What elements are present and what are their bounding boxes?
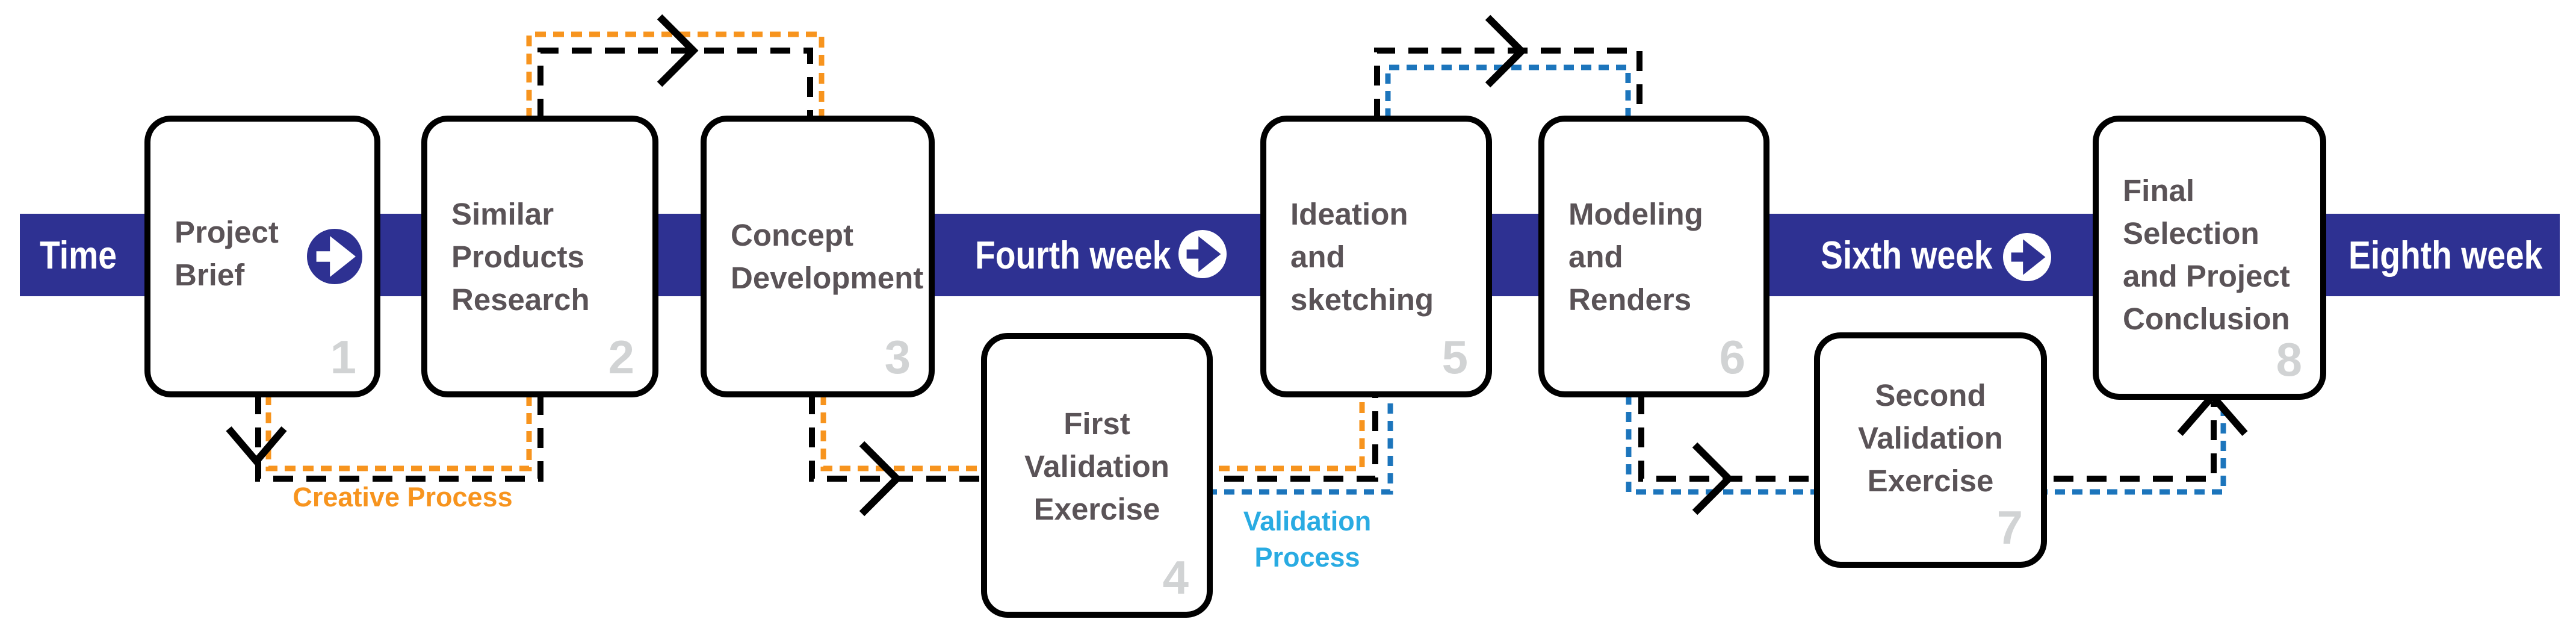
box-step-number: 4 xyxy=(1162,551,1189,604)
box-step-number: 3 xyxy=(884,331,911,384)
box-1-title-line: Brief xyxy=(175,258,245,292)
box-3-title-line: Development xyxy=(731,261,924,295)
box-5-title-line: Ideation xyxy=(1290,196,1408,231)
connector-creative-loop-orange xyxy=(265,394,532,471)
box-step-number: 8 xyxy=(2276,333,2302,386)
box-step-number: 5 xyxy=(1441,331,1468,384)
connector-validation-to-ideation-blue xyxy=(1207,394,1393,495)
box-7-title-line: Second xyxy=(1875,378,1986,412)
box-step-number: 2 xyxy=(608,331,634,384)
connector-ideation-top-blue xyxy=(1385,64,1631,119)
box-7-title-line: Validation xyxy=(1858,421,2003,455)
creative-process-label: Creative Process xyxy=(246,479,559,515)
box-5-title-line: sketching xyxy=(1290,282,1434,317)
validation-process-label-line: Validation xyxy=(1243,506,1372,536)
box-step-number: 1 xyxy=(330,331,356,384)
box-8-title-line: Selection xyxy=(2123,216,2259,250)
box-2-title-line: Research xyxy=(451,282,590,317)
ideation-top-arrowhead-right-icon xyxy=(1485,14,1527,88)
box-5-title: Ideation and sketching xyxy=(1266,193,1486,321)
timeline-label-sixth-week: Sixth week xyxy=(1821,233,1993,277)
connector-creative-top-black xyxy=(537,48,813,119)
box-4-title-line: First xyxy=(1064,406,1130,441)
connector-creative-loop-black xyxy=(255,394,543,482)
box-6-title-line: Modeling xyxy=(1568,196,1703,231)
box-3-title-line: Concept xyxy=(731,218,853,252)
box-8-title-line: Conclusion xyxy=(2123,302,2290,336)
timeline-label-time: Time xyxy=(40,233,117,277)
box-4-title-line: Validation xyxy=(1024,449,1169,483)
validation-process-label-line: Process xyxy=(1254,542,1360,573)
box-4-title-line: Exercise xyxy=(1033,492,1160,526)
box-1-title-line: Project xyxy=(175,215,279,249)
box-step-number: 7 xyxy=(1996,501,2023,554)
modeling-loop-arrowhead-right-icon xyxy=(1692,442,1734,515)
connector-creative-top-orange xyxy=(526,31,825,119)
creative-process-label-line: Creative Process xyxy=(293,482,513,512)
creative-top-arrowhead-right-icon xyxy=(657,14,699,87)
box-6-title-line: and xyxy=(1568,239,1623,274)
box-7-title-line: Exercise xyxy=(1867,464,1994,498)
connector-ideation-top-black xyxy=(1374,48,1643,119)
box-8-title-line: Final xyxy=(2123,173,2195,208)
box-2-title-line: Similar xyxy=(451,196,554,231)
box-5-title-line: and xyxy=(1290,239,1345,274)
creative-loop-arrowhead-down-icon xyxy=(226,426,287,467)
into-final-arrowhead-up-icon xyxy=(2177,390,2248,436)
timeline-label-eighth-week: Eighth week xyxy=(2348,233,2543,277)
to-first-validation-arrowhead-right-icon xyxy=(859,441,902,517)
box-6-title-line: Renders xyxy=(1568,282,1692,317)
box-8-title-line: and Project xyxy=(2123,259,2290,293)
box-step-number: 6 xyxy=(1719,331,1745,384)
box-2-title-line: Products xyxy=(451,239,585,274)
timeline-label-fourth-week: Fourth week xyxy=(975,233,1171,277)
